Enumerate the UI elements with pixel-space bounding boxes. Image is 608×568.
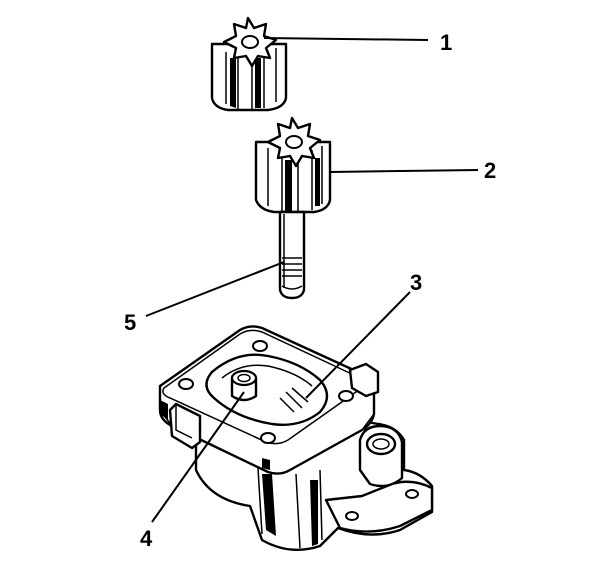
leader-line-4 <box>151 391 245 523</box>
pump-body <box>158 325 434 552</box>
leader-lines <box>145 37 479 523</box>
callout-5: 5 <box>124 310 136 335</box>
callout-4: 4 <box>140 526 153 551</box>
callout-1: 1 <box>440 30 452 55</box>
leader-line-3 <box>305 291 411 399</box>
drive-shaft <box>278 210 306 300</box>
leader-line-2 <box>329 169 479 173</box>
callout-3: 3 <box>410 270 422 295</box>
callout-2: 2 <box>484 158 496 183</box>
drive-gear <box>254 116 332 214</box>
driven-gear <box>210 16 288 112</box>
leader-line-5 <box>145 261 285 317</box>
leader-line-1 <box>263 37 429 41</box>
